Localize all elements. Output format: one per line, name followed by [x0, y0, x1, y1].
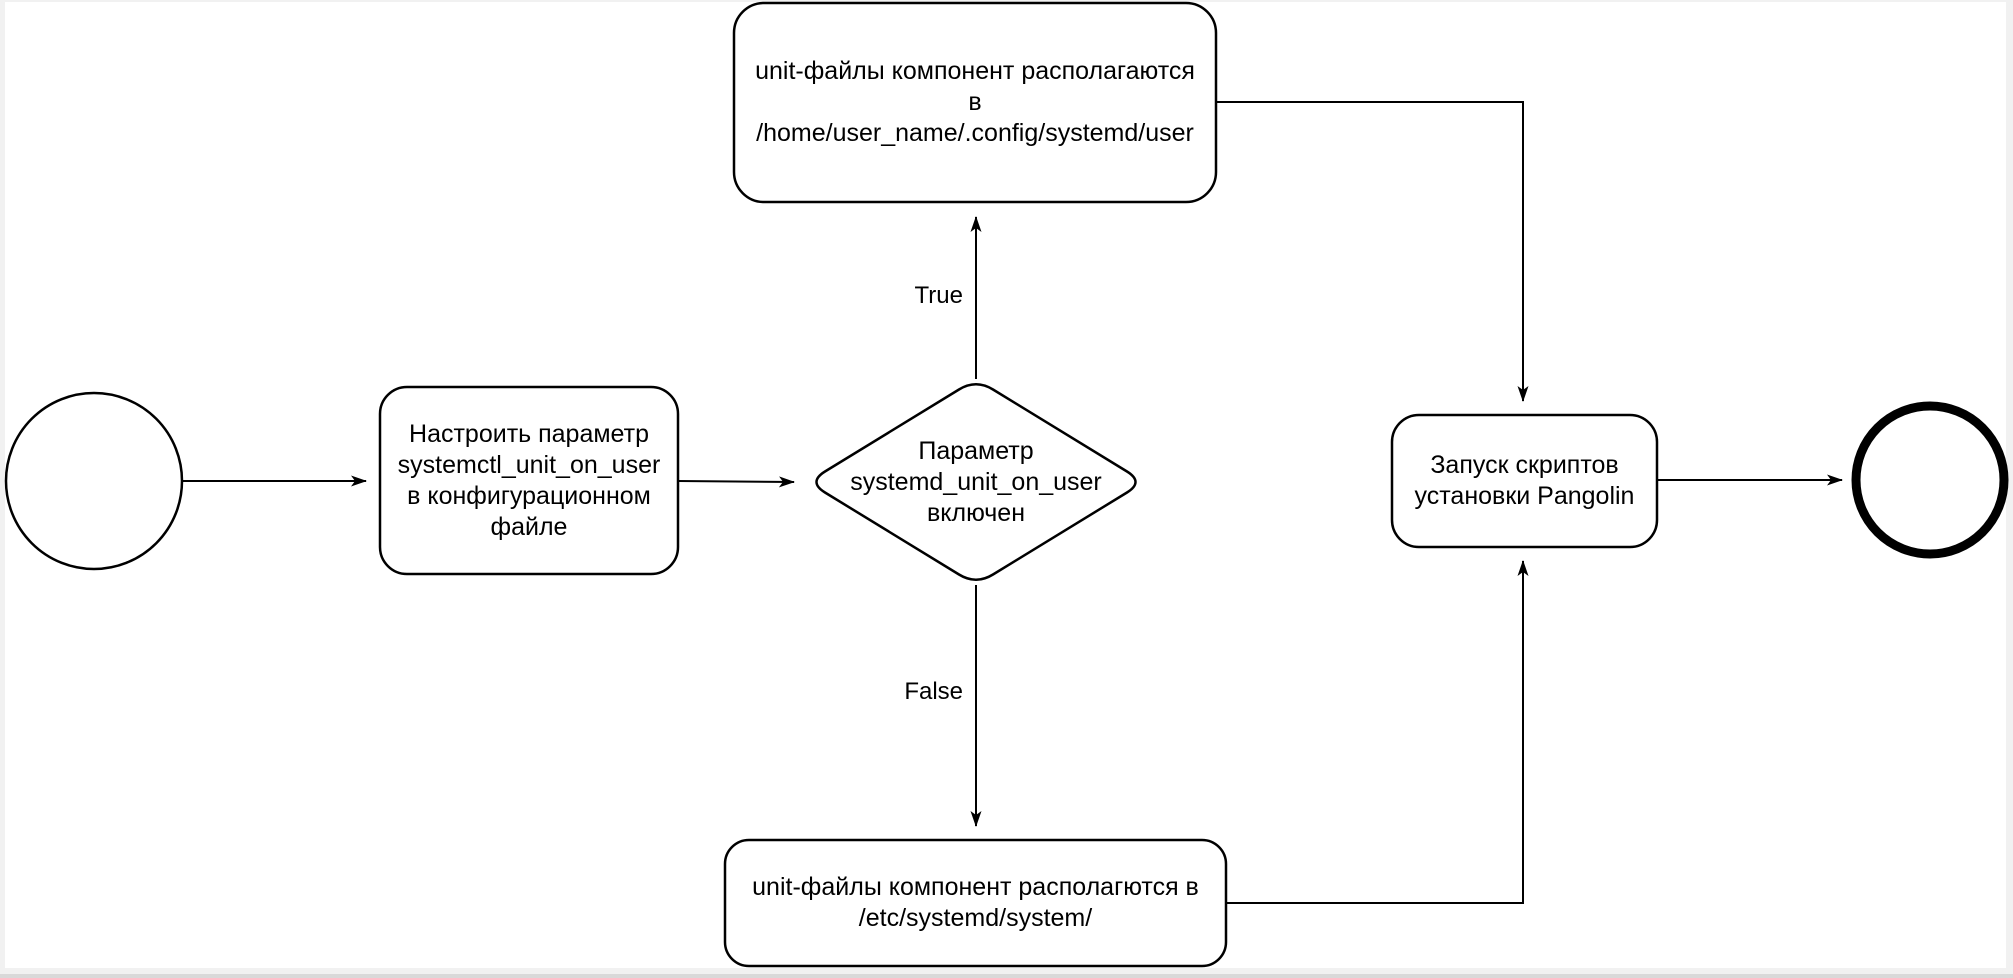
configure-node-label: Настроить параметр systemctl_unit_on_use… — [380, 387, 678, 574]
true-branch-label: True — [914, 282, 963, 309]
decision-line-2: systemd_unit_on_user — [850, 467, 1102, 496]
false-branch-label: False — [904, 678, 963, 705]
user-units-line-3: /home/user_name/.config/systemd/user — [756, 119, 1194, 147]
decision-node-label: Параметр systemd_unit_on_user включен — [808, 379, 1144, 585]
configure-line-2: systemctl_unit_on_user — [397, 450, 661, 479]
system-units-node — [723, 838, 1228, 968]
decision-line-3: включен — [926, 498, 1026, 527]
user-units-node-label: unit-файлы компонент располагаются в /ho… — [734, 3, 1216, 202]
user-units-line-1: unit-файлы компонент располагаются — [755, 57, 1195, 85]
run-scripts-node — [1390, 413, 1659, 549]
configure-node — [378, 385, 680, 576]
run-scripts-node-label: Запуск скриптов установки Pangolin — [1392, 415, 1657, 547]
system-units-line-2: /etc/systemd/system/ — [858, 904, 1093, 932]
edge-userunits-to-runscripts — [1216, 101, 1529, 402]
run-scripts-line-2: установки Pangolin — [1414, 482, 1635, 510]
system-units-node-label: unit-файлы компонент располагются в /etc… — [725, 840, 1226, 966]
user-units-line-2: в — [968, 88, 982, 116]
run-scripts-line-1: Запуск скриптов — [1430, 451, 1619, 479]
decision-diamond — [815, 383, 1137, 581]
edge-configure-to-decision — [677, 476, 795, 488]
edge-systemunits-to-runscripts — [1226, 560, 1529, 904]
configure-line-3: в конфигурационном — [407, 481, 651, 510]
user-units-node — [732, 1, 1218, 204]
start-node — [4, 391, 184, 571]
configure-line-1: Настроить параметр — [409, 419, 649, 448]
decision-line-1: Параметр — [918, 436, 1034, 465]
canvas-bottom-edge — [0, 974, 2013, 978]
end-node — [1851, 401, 2009, 559]
system-units-line-1: unit-файлы компонент располагются в — [752, 873, 1199, 901]
configure-line-4: файле — [490, 512, 568, 541]
